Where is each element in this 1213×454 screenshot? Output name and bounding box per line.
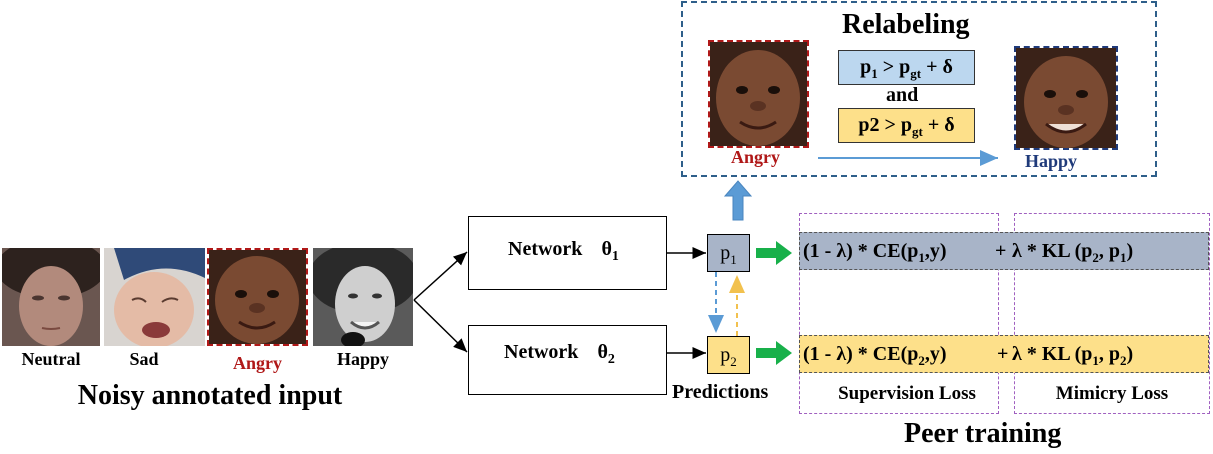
p1-to-loss-green-arrow (756, 241, 792, 265)
network-1-box (468, 216, 667, 290)
face-image-angry-labeled (207, 248, 308, 346)
face-image-neutral (2, 248, 100, 346)
relabeling-frame (681, 1, 1157, 177)
p2-to-loss-green-arrow (756, 341, 792, 365)
prediction-p1-box: p1 (707, 234, 750, 272)
prediction-p2-box: p2 (707, 336, 750, 374)
loss-plus-2: + (997, 343, 1009, 365)
loss-plus-1: + (995, 240, 1007, 262)
theta-2-symbol: θ (597, 341, 608, 363)
face-label-angry: Angry (233, 353, 282, 373)
mimicry-loss-region (1014, 213, 1210, 414)
supervision-loss-label: Supervision Loss (838, 383, 976, 404)
supervision-loss-region (799, 213, 999, 414)
relabel-face-happy (1014, 46, 1118, 150)
face-image-happy (313, 248, 413, 346)
split-arrow-lower (413, 299, 468, 353)
relabel-label-angry: Angry (731, 147, 780, 167)
face-label-happy: Happy (336, 349, 390, 369)
theta-1-symbol: θ (601, 238, 612, 260)
loss-row-p2 (799, 335, 1209, 373)
split-arrow-upper (413, 251, 468, 301)
mimicry-loss-formula-1: λ * KL (p2, p1) (1012, 240, 1134, 265)
relabeling-title: Relabeling (842, 9, 970, 40)
input-title: Noisy annotated input (77, 380, 343, 411)
loss-row-p1 (799, 232, 1209, 270)
face-label-sad: Sad (129, 349, 159, 369)
relabel-face-angry (708, 40, 809, 148)
supervision-loss-formula-2: (1 - λ) * CE(p2,y) (803, 343, 947, 368)
supervision-loss-formula-1: (1 - λ) * CE(p1,y) (803, 240, 947, 265)
mimicry-loss-formula-2: λ * KL (p1, p2) (1012, 343, 1134, 368)
face-image-sad (104, 248, 205, 346)
condition-p1-box: p1 > pgt + δ (838, 50, 975, 85)
predictions-label: Predictions (672, 381, 769, 403)
network-2-label: Network θ2 (504, 341, 615, 367)
face-label-neutral: Neutral (21, 349, 81, 369)
network-1-label: Network θ1 (508, 238, 619, 264)
peer-training-title: Peer training (904, 418, 1062, 449)
mimicry-loss-label: Mimicry Loss (1055, 383, 1169, 404)
condition-joiner: and (886, 84, 919, 106)
p1-to-relabeling-blue-arrow (723, 180, 753, 221)
network-2-box (468, 325, 667, 395)
condition-p2-box: p2 > pgt + δ (838, 108, 975, 143)
relabel-label-happy: Happy (1025, 151, 1078, 171)
